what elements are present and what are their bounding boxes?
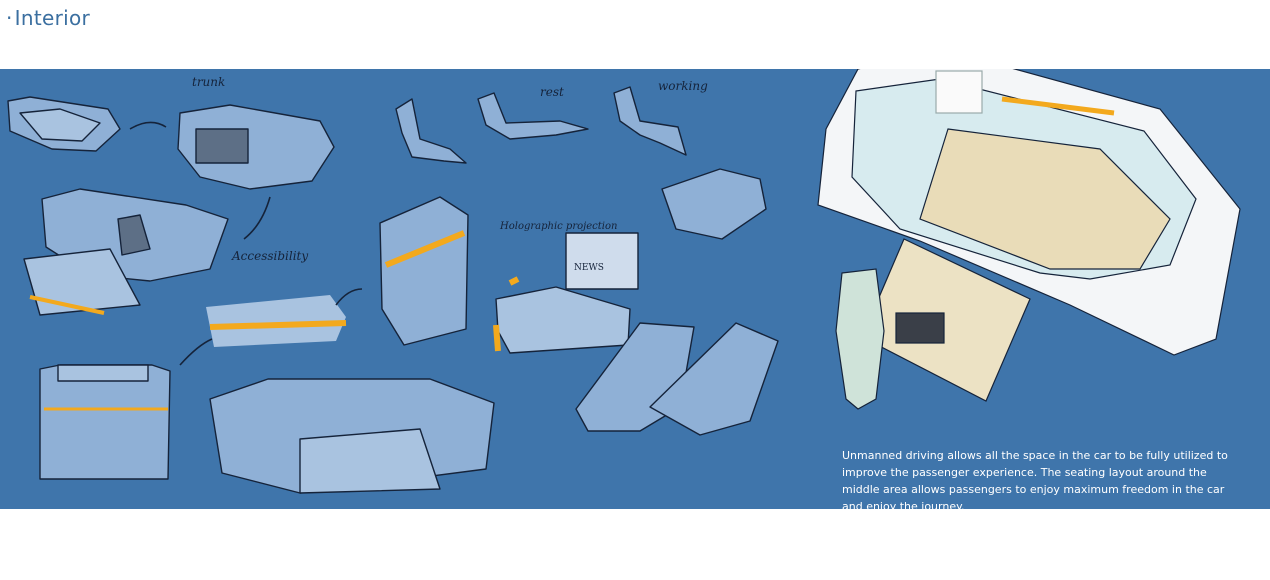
arrow-2 <box>243 196 271 240</box>
label-accessibility: Accessibility <box>232 249 309 263</box>
sketch-holo-table <box>495 286 631 354</box>
arrow-4 <box>335 288 363 306</box>
sketch-car-passenger <box>661 168 767 240</box>
sketch-panel <box>379 196 469 346</box>
sketch-light-strip <box>206 295 346 347</box>
sketch-figure-rest <box>477 92 589 140</box>
page-title: ·Interior <box>6 6 90 30</box>
arrow-3 <box>179 338 213 366</box>
label-holographic-projection: Holographic projection <box>500 221 618 232</box>
label-news: NEWS <box>574 263 604 273</box>
sketch-board: trunk rest working Accessibility Hologra… <box>0 69 1270 509</box>
sketch-door-frame <box>39 364 171 480</box>
arrow-1 <box>129 121 167 130</box>
description-caption: Unmanned driving allows all the space in… <box>842 449 1228 509</box>
page-title-text: Interior <box>14 6 91 30</box>
sketch-figure-sit <box>395 98 467 164</box>
sketch-illustrations <box>7 69 1241 494</box>
label-rest: rest <box>540 85 564 99</box>
car-render <box>817 69 1241 410</box>
label-working: working <box>658 79 708 93</box>
render-floor <box>919 128 1171 270</box>
render-person <box>835 268 885 410</box>
sketch-car-shell-2 <box>177 104 335 190</box>
render-luggage <box>895 312 945 344</box>
sketch-figure-work <box>613 86 687 156</box>
title-bullet: · <box>6 6 13 30</box>
label-trunk: trunk <box>192 75 226 89</box>
